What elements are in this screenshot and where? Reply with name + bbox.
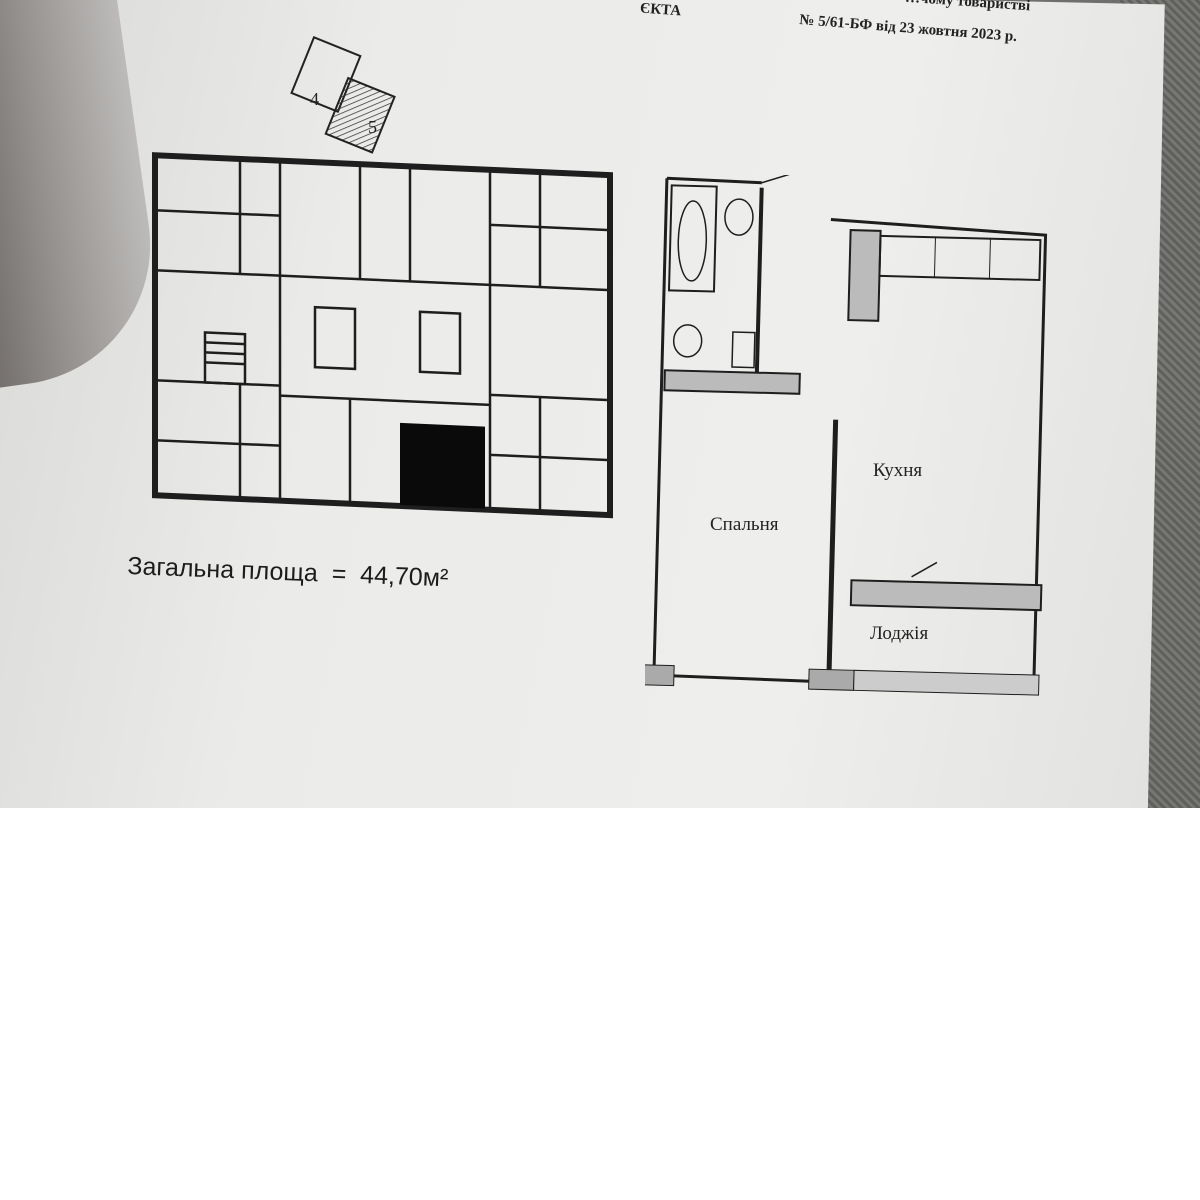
floor-plan: [152, 152, 613, 519]
room-bedroom: Спальня: [710, 514, 779, 535]
total-area-unit: м²: [422, 563, 449, 593]
key-plan-section-4: 4: [310, 89, 319, 109]
room-loggia: Лоджія: [870, 623, 929, 644]
apartment-plan: [645, 175, 1048, 696]
key-plan-section-5: 5: [368, 117, 377, 137]
total-area-value: 44,70: [359, 560, 424, 592]
key-plan: 4 5: [290, 36, 396, 154]
header-fragment: ЄКТА: [639, 0, 682, 20]
total-area-label: Загальна площа: [126, 552, 319, 588]
total-area-equals: =: [331, 559, 347, 589]
room-kitchen: Кухня: [873, 460, 923, 481]
document-photo: ЄКТА …чому товаристві № 5/61-БФ від 23 ж…: [0, 0, 1200, 808]
